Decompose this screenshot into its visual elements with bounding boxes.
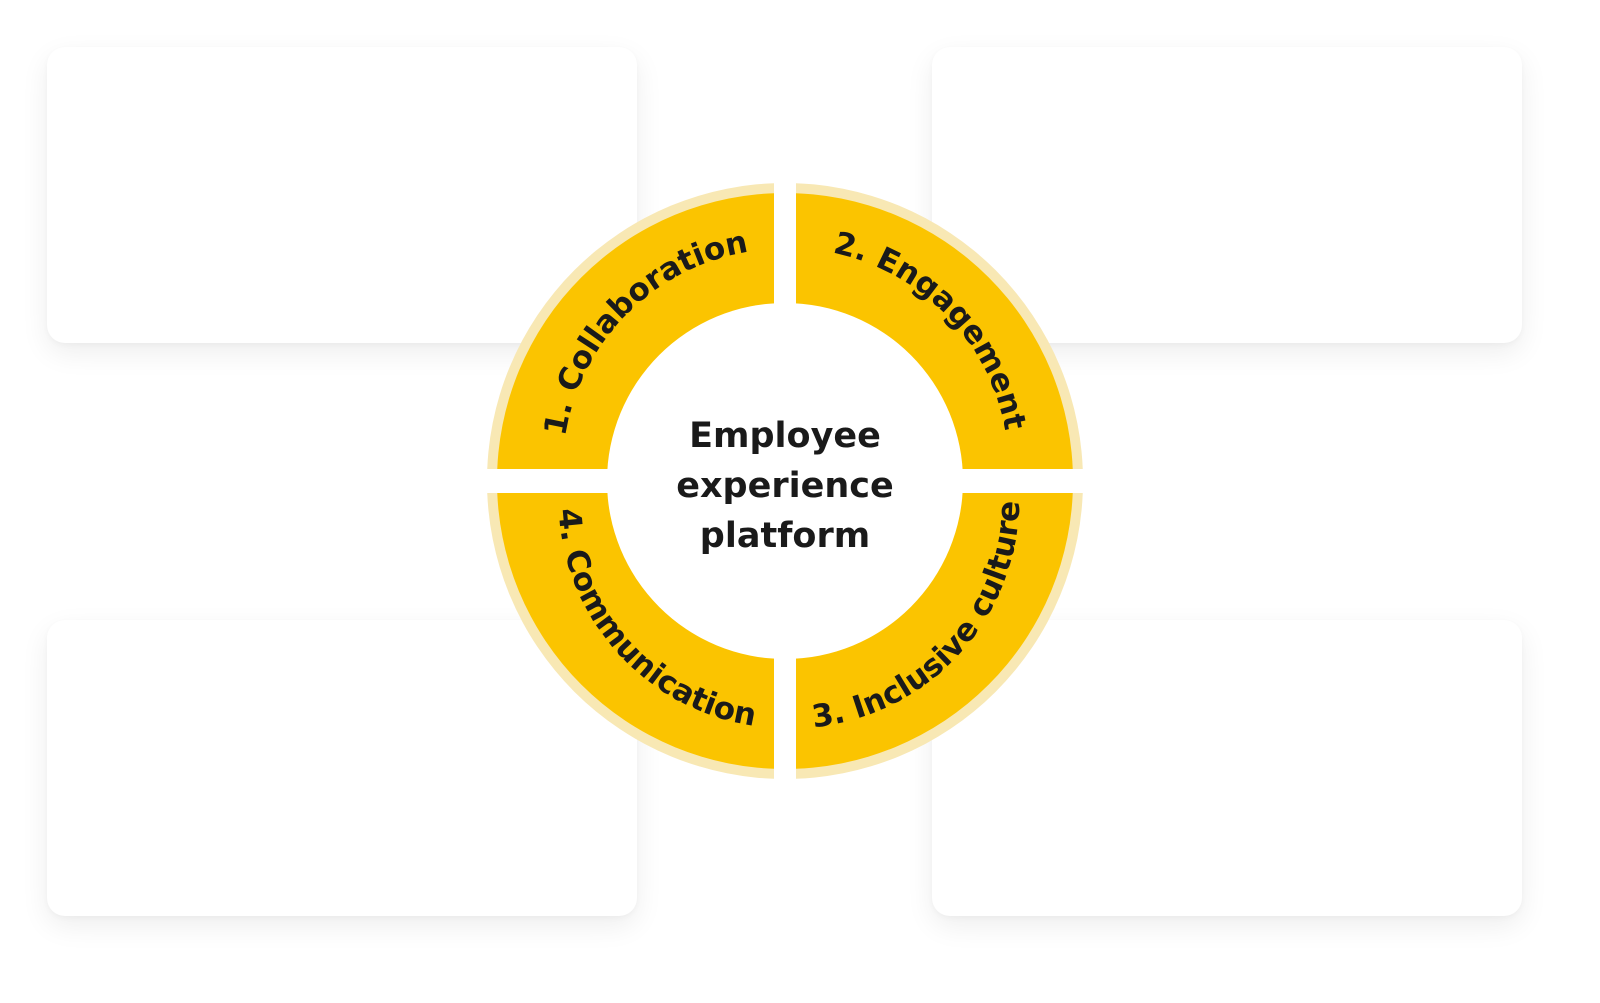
center-line-3: platform <box>700 516 870 556</box>
card-top-right <box>932 47 1522 343</box>
card-bottom-left <box>47 620 637 916</box>
card-bottom-right <box>932 620 1522 916</box>
center-line-2: experience <box>676 466 894 506</box>
card-top-left <box>47 47 637 343</box>
center-hub <box>607 303 963 659</box>
center-line-1: Employee <box>689 416 881 456</box>
